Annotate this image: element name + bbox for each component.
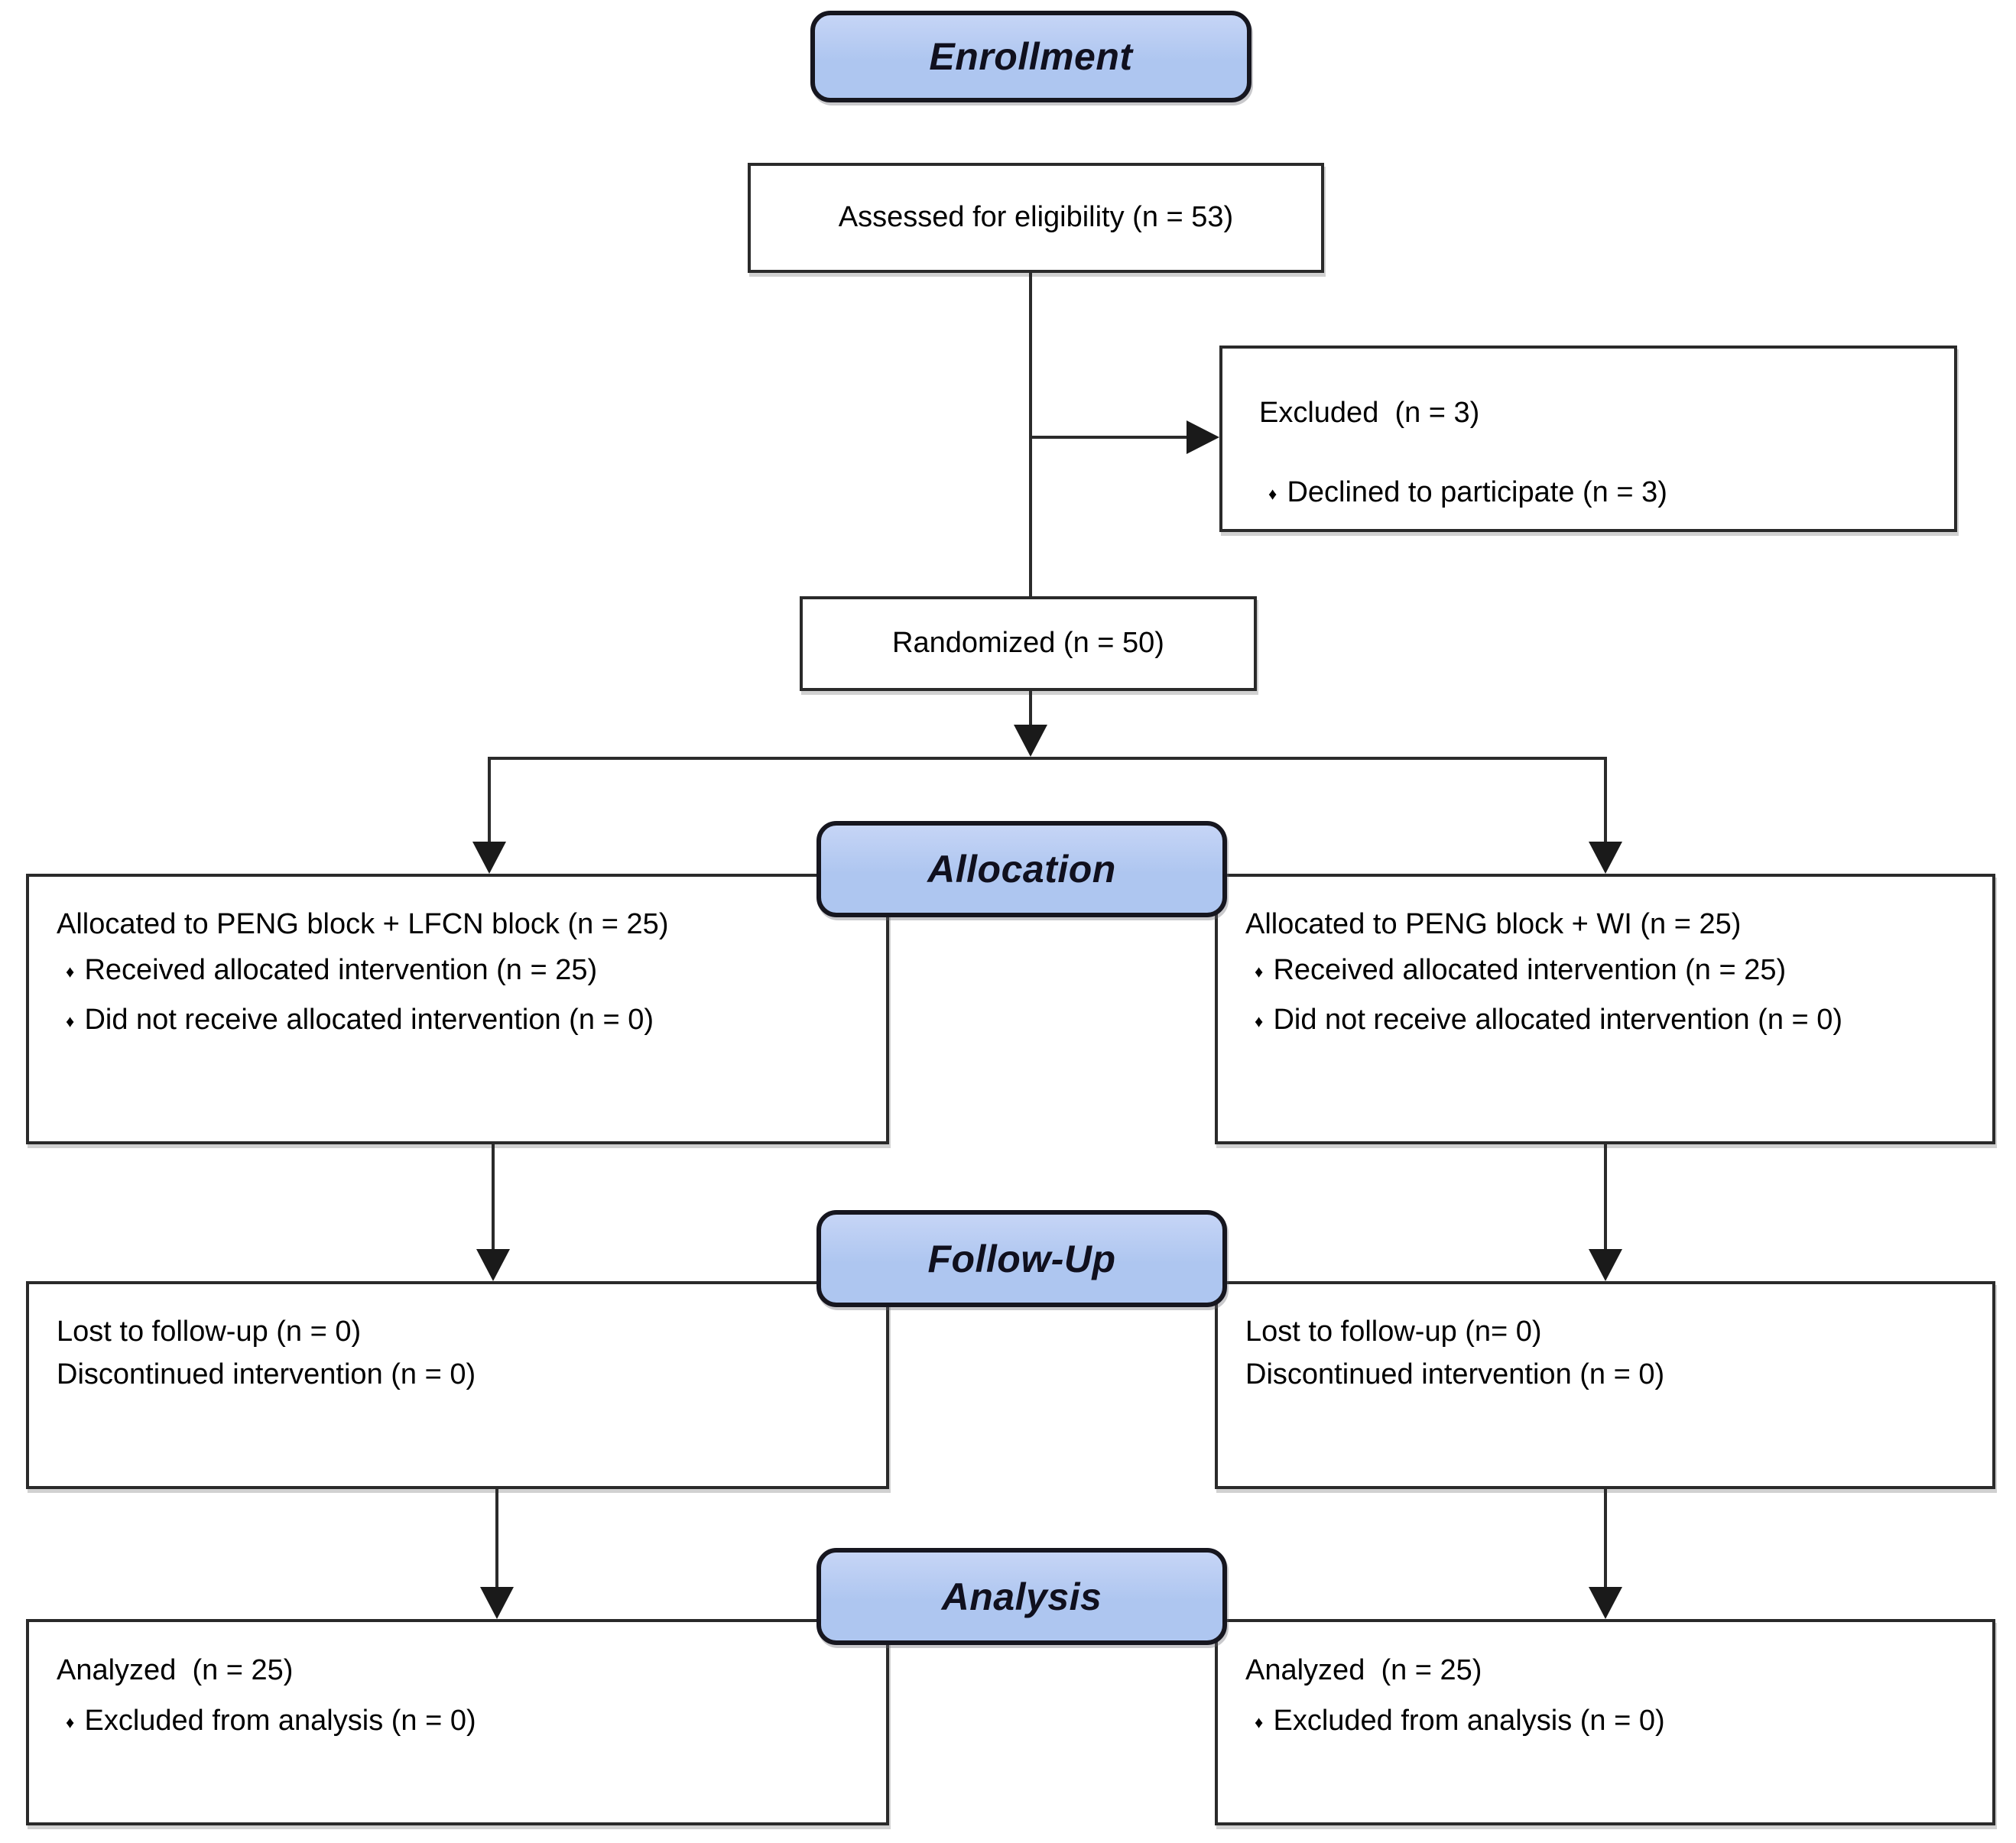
arrowhead-down-icon: [1589, 842, 1622, 874]
analysis-left-bullet-text: Excluded from analysis (n = 0): [84, 1705, 476, 1737]
arrowhead-down-icon: [1589, 1587, 1622, 1619]
analysis-right-bullet-text: Excluded from analysis (n = 0): [1273, 1705, 1665, 1737]
allocation-right-title: Allocated to PENG block + WI (n = 25): [1245, 908, 1742, 940]
analysis-right-title: Analyzed (n = 25): [1245, 1654, 1482, 1686]
connector-split-to-alloc-left: [472, 757, 506, 874]
stage-header-followup: Follow-Up: [816, 1210, 1227, 1307]
connector-followup-to-analysis-left: [480, 1489, 514, 1619]
connector-alloc-to-followup-left: [476, 1144, 510, 1281]
followup-left-line: Discontinued intervention (n = 0): [57, 1358, 476, 1390]
arrowhead-down-icon: [1014, 725, 1047, 757]
connector-branch-to-excluded: [1031, 420, 1219, 454]
excluded-title: Excluded (n = 3): [1259, 397, 1480, 429]
allocation-left-box: Allocated to PENG block + LFCN block (n …: [26, 874, 889, 1144]
diamond-bullet-icon: ♦: [66, 1011, 75, 1031]
connector-split-to-alloc-right: [1589, 757, 1622, 874]
excluded-bullet-text: Declined to participate (n = 3): [1287, 476, 1667, 508]
allocation-right-bullet-text: Did not receive allocated intervention (…: [1273, 1004, 1843, 1036]
stage-header-allocation: Allocation: [816, 821, 1227, 917]
allocation-left-bullet: ♦ Did not receive allocated intervention …: [57, 997, 863, 1046]
arrowhead-right-icon: [1187, 420, 1219, 454]
assessed-box: Assessed for eligibility (n = 53): [748, 163, 1324, 273]
stage-header-analysis-label: Analysis: [941, 1575, 1102, 1618]
allocation-right-bullet: ♦ Received allocated intervention (n = 25…: [1245, 947, 1969, 997]
diamond-bullet-icon: ♦: [66, 1712, 75, 1732]
diamond-bullet-icon: ♦: [1255, 1011, 1264, 1031]
followup-left-box: Lost to follow-up (n = 0) Discontinued i…: [26, 1281, 889, 1489]
randomized-text: Randomized (n = 50): [892, 627, 1164, 660]
connector-followup-to-analysis-right: [1589, 1489, 1622, 1619]
analysis-left-title: Analyzed (n = 25): [57, 1654, 294, 1686]
arrowhead-down-icon: [472, 842, 506, 874]
analysis-right-bullet: ♦ Excluded from analysis (n = 0): [1245, 1699, 1969, 1747]
allocation-left-bullet: ♦ Received allocated intervention (n = 25…: [57, 947, 863, 997]
followup-right-box: Lost to follow-up (n= 0) Discontinued in…: [1215, 1281, 1995, 1489]
randomized-box: Randomized (n = 50): [800, 596, 1257, 691]
diamond-bullet-icon: ♦: [1255, 1712, 1264, 1732]
followup-right-line: Lost to follow-up (n= 0): [1245, 1316, 1542, 1348]
allocation-right-bullet-text: Received allocated intervention (n = 25): [1273, 954, 1787, 986]
allocation-right-box: Allocated to PENG block + WI (n = 25) ♦ R…: [1215, 874, 1995, 1144]
arrowhead-down-icon: [1589, 1249, 1622, 1281]
followup-left-line: Lost to follow-up (n = 0): [57, 1316, 362, 1348]
connector-randomized-to-split: [1014, 691, 1047, 757]
allocation-left-bullet-text: Received allocated intervention (n = 25): [84, 954, 598, 986]
arrowhead-down-icon: [480, 1587, 514, 1619]
stage-header-followup-label: Follow-Up: [927, 1237, 1116, 1280]
arrowhead-down-icon: [476, 1249, 510, 1281]
stage-header-enrollment-label: Enrollment: [929, 35, 1133, 78]
analysis-right-box: Analyzed (n = 25) ♦ Excluded from analysi…: [1215, 1619, 1995, 1825]
allocation-left-title: Allocated to PENG block + LFCN block (n …: [57, 908, 669, 940]
allocation-right-bullet: ♦ Did not receive allocated intervention …: [1245, 997, 1969, 1046]
diamond-bullet-icon: ♦: [1255, 962, 1264, 982]
connector-alloc-to-followup-right: [1589, 1144, 1622, 1281]
excluded-bullet: ♦ Declined to participate (n = 3): [1259, 472, 1931, 516]
diamond-bullet-icon: ♦: [66, 962, 75, 982]
followup-right-line: Discontinued intervention (n = 0): [1245, 1358, 1665, 1390]
analysis-left-box: Analyzed (n = 25) ♦ Excluded from analysi…: [26, 1619, 889, 1825]
diamond-bullet-icon: ♦: [1268, 484, 1277, 504]
analysis-left-bullet: ♦ Excluded from analysis (n = 0): [57, 1699, 863, 1747]
stage-header-allocation-label: Allocation: [927, 848, 1116, 891]
allocation-left-bullet-text: Did not receive allocated intervention (…: [84, 1004, 654, 1036]
excluded-box: Excluded (n = 3) ♦ Declined to participat…: [1219, 346, 1957, 532]
stage-header-analysis: Analysis: [816, 1548, 1227, 1645]
assessed-text: Assessed for eligibility (n = 53): [838, 201, 1234, 234]
stage-header-enrollment: Enrollment: [810, 11, 1251, 102]
